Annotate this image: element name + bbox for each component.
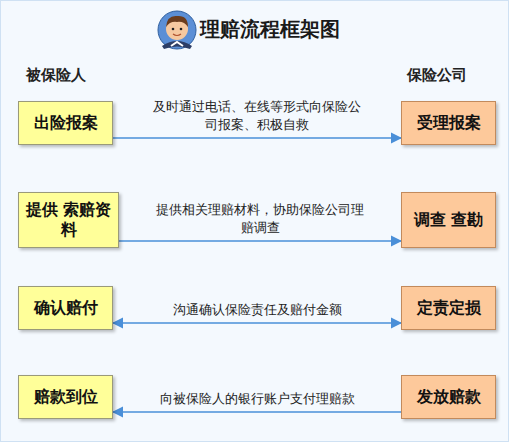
diagram-title: 理赔流程框架图 [200, 16, 340, 43]
flow-arrow [113, 137, 401, 139]
arrow-label: 向被保险人的银行账户支付理赔款 [147, 390, 367, 408]
box-text: 提供 索赔资料 [19, 196, 118, 244]
box-text: 发放赔款 [411, 383, 487, 411]
box-text: 定责定损 [411, 294, 487, 322]
column-heading: 被保险人 [26, 66, 86, 85]
process-box: 调查 查勘 [401, 192, 496, 248]
box-text: 赔款到位 [28, 383, 104, 411]
column-heading: 保险公司 [407, 66, 467, 85]
flow-arrow [113, 322, 401, 324]
flow-arrow [119, 240, 401, 242]
process-box: 提供 索赔资料 [18, 192, 119, 248]
flow-arrow [113, 411, 401, 413]
box-text: 受理报案 [411, 109, 487, 137]
box-text: 出险报案 [28, 109, 104, 137]
process-box: 定责定损 [401, 286, 496, 330]
box-text: 调查 查勘 [408, 206, 490, 234]
process-box: 受理报案 [401, 101, 496, 145]
process-box: 发放赔款 [401, 375, 496, 419]
process-box: 赔款到位 [18, 375, 113, 419]
arrow-label: 提供相关理赔材料，协助保险公司理赔调查 [150, 201, 370, 236]
process-box: 出险报案 [18, 101, 113, 145]
box-text: 确认赔付 [28, 294, 104, 322]
arrow-label: 及时通过电话、在线等形式向保险公司报案、积极自救 [147, 98, 367, 133]
arrow-label: 沟通确认保险责任及赔付金额 [147, 301, 367, 319]
process-box: 确认赔付 [18, 286, 113, 330]
